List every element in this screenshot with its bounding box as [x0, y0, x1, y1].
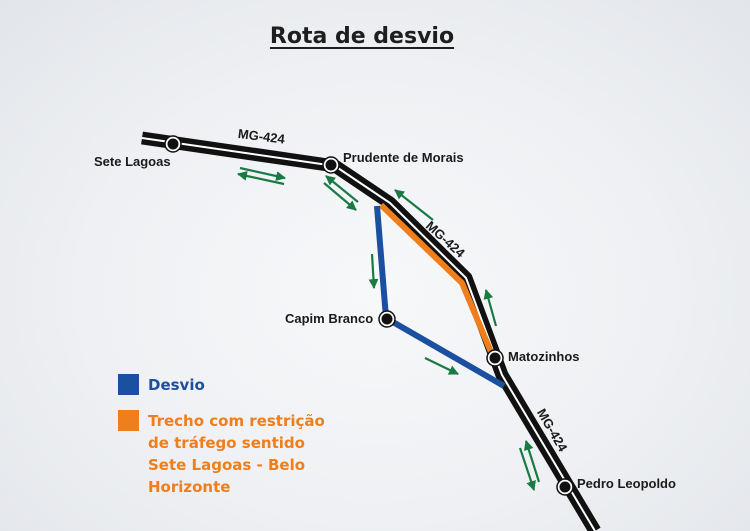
city-marker-icon	[556, 478, 574, 496]
direction-arrow-icon	[368, 253, 379, 289]
direction-arrow-icon	[239, 166, 286, 181]
direction-arrow-icon	[523, 440, 541, 483]
direction-arrow-icon	[394, 189, 434, 221]
city-prudente-de-morais: Prudente de Morais	[343, 150, 464, 165]
direction-arrow-icon	[483, 289, 498, 327]
direction-arrows	[237, 166, 541, 491]
city-marker-icon	[322, 156, 340, 174]
legend-restricted-label: Trecho com restrição de tráfego sentido …	[148, 412, 325, 496]
city-marker-icon	[378, 310, 396, 328]
direction-arrow-icon	[237, 171, 285, 186]
legend-restricted: Trecho com restrição de tráfego sentido …	[118, 410, 338, 498]
city-capim-branco: Capim Branco	[285, 311, 374, 326]
direction-arrow-icon	[325, 175, 359, 203]
city-marker-icon	[164, 135, 182, 153]
city-sete-lagoas: Sete Lagoas	[94, 154, 171, 169]
direction-arrow-icon	[323, 182, 357, 211]
city-matozinhos: Matozinhos	[508, 349, 580, 364]
direction-arrow-icon	[518, 447, 536, 491]
city-marker-icon	[486, 349, 504, 367]
legend-restricted-swatch	[118, 410, 139, 431]
restricted-section	[378, 202, 499, 366]
city-pedro-leopoldo: Pedro Leopoldo	[577, 476, 676, 491]
road-mg-424	[141, 131, 601, 531]
map-title: Rota de desvio	[269, 24, 455, 49]
legend-detour-label: Desvio	[148, 376, 205, 394]
direction-arrow-icon	[424, 357, 459, 375]
city-markers	[164, 135, 574, 496]
legend-detour: Desvio	[118, 374, 205, 396]
legend-detour-swatch	[118, 374, 139, 395]
